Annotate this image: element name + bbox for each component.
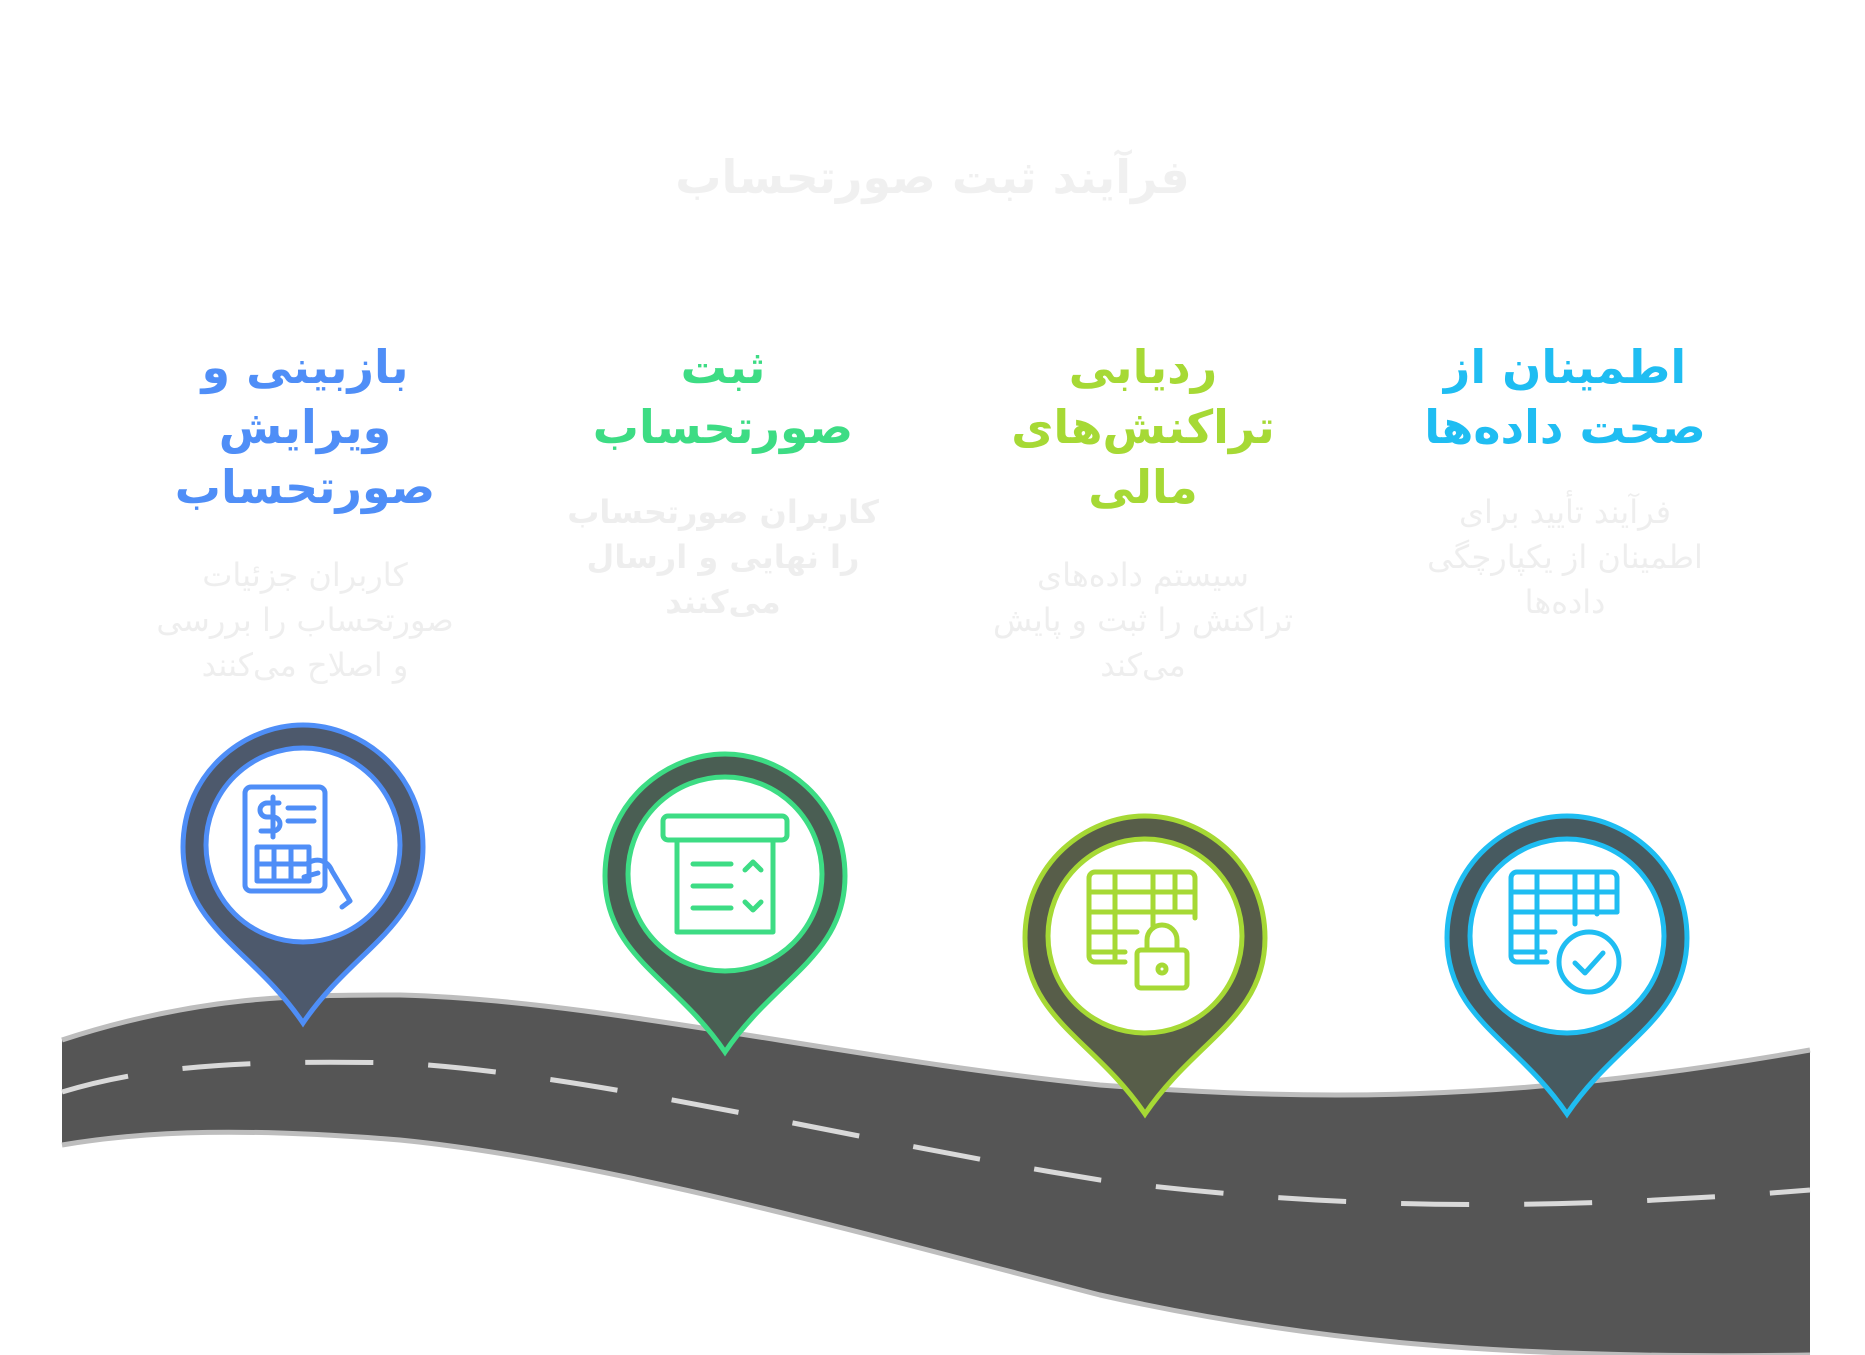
page-title: فرآیند ثبت صورتحساب: [675, 150, 1190, 204]
step-1-heading-line-1: بازبینی و: [201, 340, 409, 394]
step-4-desc-line-3: داده‌ها: [1524, 583, 1606, 621]
verified-spreadsheet-icon: [1508, 869, 1622, 995]
step-4-heading-line-1: اطمینان از: [1443, 340, 1687, 394]
step-3-desc-line-1: سیستم داده‌های: [1037, 556, 1249, 594]
step-2-description: کاربران صورتحساب را نهایی و ارسال می‌کنن…: [543, 490, 903, 625]
step-4-description: فرآیند تأیید برای اطمینان از یکپارچگی دا…: [1385, 490, 1745, 625]
step-1-desc-line-2: صورتحساب را بررسی: [156, 601, 454, 639]
invoice-review-icon: [242, 784, 353, 910]
step-4-pin: [1444, 813, 1690, 1119]
step-2-heading-line-1: ثبت: [680, 340, 766, 394]
step-2-pin: [602, 751, 848, 1057]
step-2-desc-line-2: را نهایی و ارسال: [586, 538, 860, 576]
step-4-heading: اطمینان از صحت داده‌ها: [1395, 337, 1735, 457]
receipt-checklist-icon: [660, 813, 790, 935]
step-1-desc-line-1: کاربران جزئیات: [202, 556, 408, 594]
step-3-pin: [1022, 813, 1268, 1119]
step-3-desc-line-2: تراکنش را ثبت و پایش: [993, 601, 1293, 639]
step-3-heading-line-1: ردیابی: [1068, 340, 1218, 394]
road-edge-bottom: [61, 1129, 1810, 1355]
step-1-description: کاربران جزئیات صورتحساب را بررسی و اصلاح…: [125, 553, 485, 688]
road-center-dashes: [61, 1059, 1811, 1207]
step-2-heading: ثبت صورتحساب: [553, 337, 893, 457]
step-1-heading: بازبینی و ویرایش صورتحساب: [135, 337, 475, 517]
step-2-heading-line-2: صورتحساب: [592, 400, 854, 454]
road-surface: [62, 995, 1810, 1355]
step-1-heading-line-2: ویرایش: [218, 400, 392, 454]
step-1-heading-line-3: صورتحساب: [174, 460, 436, 514]
step-3-heading-line-3: مالی: [1088, 460, 1198, 514]
step-2-desc-line-1: کاربران صورتحساب: [567, 493, 879, 531]
step-2-desc-line-3: می‌کنند: [665, 583, 781, 621]
step-4-desc-line-2: اطمینان از یکپارچگی: [1427, 538, 1703, 576]
step-1-desc-line-3: و اصلاح می‌کنند: [201, 646, 409, 684]
step-3-description: سیستم داده‌های تراکنش را ثبت و پایش می‌ک…: [963, 553, 1323, 688]
step-4-desc-line-1: فرآیند تأیید برای: [1458, 493, 1672, 531]
step-3-heading-line-2: تراکنش‌های: [1011, 400, 1275, 454]
locked-spreadsheet-icon: [1086, 869, 1198, 991]
step-1-pin: [180, 722, 426, 1028]
step-4-heading-line-2: صحت داده‌ها: [1424, 400, 1706, 454]
step-3-desc-line-3: می‌کند: [1100, 646, 1186, 684]
step-3-heading: ردیابی تراکنش‌های مالی: [973, 337, 1313, 517]
